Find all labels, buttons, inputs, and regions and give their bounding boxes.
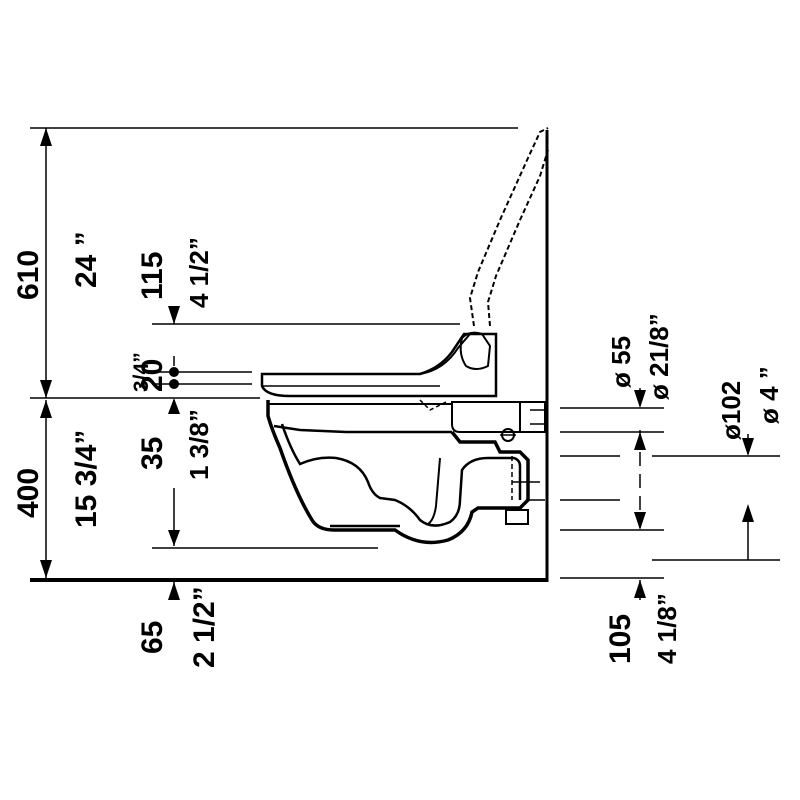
toilet-body	[266, 400, 546, 545]
outlet-dia-in: ø 4 ”	[754, 366, 784, 424]
rim-drop-mm: 35	[136, 437, 169, 470]
dim-water-inlet: ø 55 ø 21/8”	[560, 313, 674, 450]
outlet-height-mm: 105	[604, 614, 637, 664]
rim-drop-in: 1 3/8”	[184, 409, 214, 480]
total-height-mm: 610	[12, 250, 45, 300]
dim-bottom-gap: 65 2 1/2”	[136, 582, 221, 668]
dim-outlet-height: 105 4 1/8”	[560, 430, 682, 664]
bottom-gap-mm: 65	[136, 621, 169, 654]
dim-seat-thickness: 20 3/4”	[130, 352, 252, 392]
seat-height-mm: 400	[12, 468, 45, 518]
seat-top-mm: 115	[136, 252, 169, 300]
wall-and-floor	[30, 130, 549, 582]
seat-and-lid	[260, 127, 549, 411]
dim-total-height: 610 24 ”	[12, 127, 518, 398]
seat-thickness-mm: 20	[136, 359, 169, 392]
seat-height-in: 15 3/4”	[70, 430, 103, 528]
outlet-height-in: 4 1/8”	[652, 593, 682, 664]
seat-thickness-in: 3/4”	[130, 352, 153, 392]
dim-seat-top: 115 4 1/2”	[136, 237, 460, 325]
bottom-gap-in: 2 1/2”	[188, 586, 221, 668]
seat-top-in: 4 1/2”	[184, 237, 214, 308]
dim-outlet-diameter: ø102 ø 4 ”	[560, 366, 784, 561]
dim-rim-drop: 35 1 3/8”	[136, 398, 378, 549]
dim-seat-height: 400 15 3/4”	[12, 397, 260, 578]
water-inlet-dia-in: ø 21/8”	[644, 313, 674, 400]
outlet-dia-mm: ø102	[716, 381, 746, 440]
total-height-in: 24 ”	[70, 231, 103, 288]
water-inlet-dia-mm: ø 55	[606, 336, 636, 388]
